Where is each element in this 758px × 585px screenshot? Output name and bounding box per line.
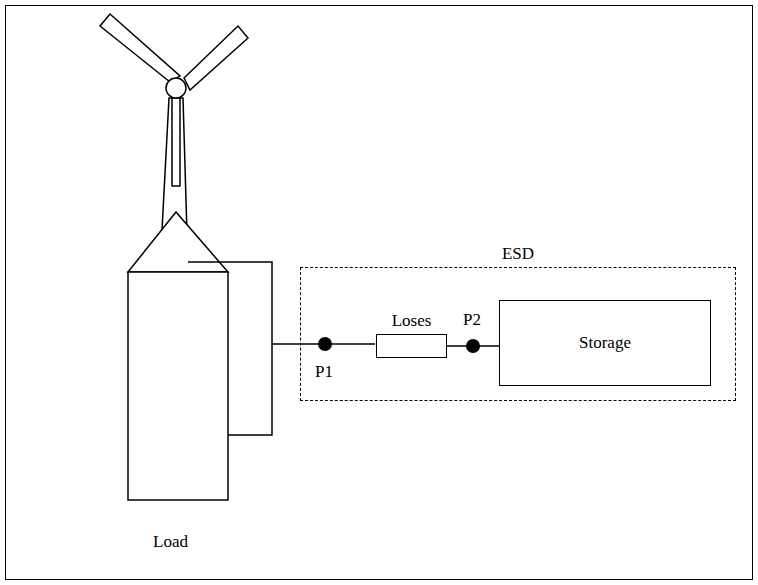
storage-box: Storage bbox=[499, 300, 711, 386]
esd-region: ESDLosesStorage bbox=[300, 267, 736, 401]
terminal-label: P1 bbox=[315, 362, 333, 382]
node-label: Loses bbox=[392, 311, 432, 331]
loss-box: Loses bbox=[376, 334, 447, 358]
terminal-label: P2 bbox=[463, 310, 481, 330]
frame bbox=[6, 6, 753, 580]
node-label: Storage bbox=[579, 333, 631, 353]
load-label: Load bbox=[153, 532, 188, 552]
wires bbox=[188, 262, 375, 435]
terminal-dot bbox=[466, 339, 480, 353]
terminal-dot bbox=[318, 337, 332, 351]
node-label: ESD bbox=[502, 244, 534, 264]
house bbox=[128, 212, 228, 500]
